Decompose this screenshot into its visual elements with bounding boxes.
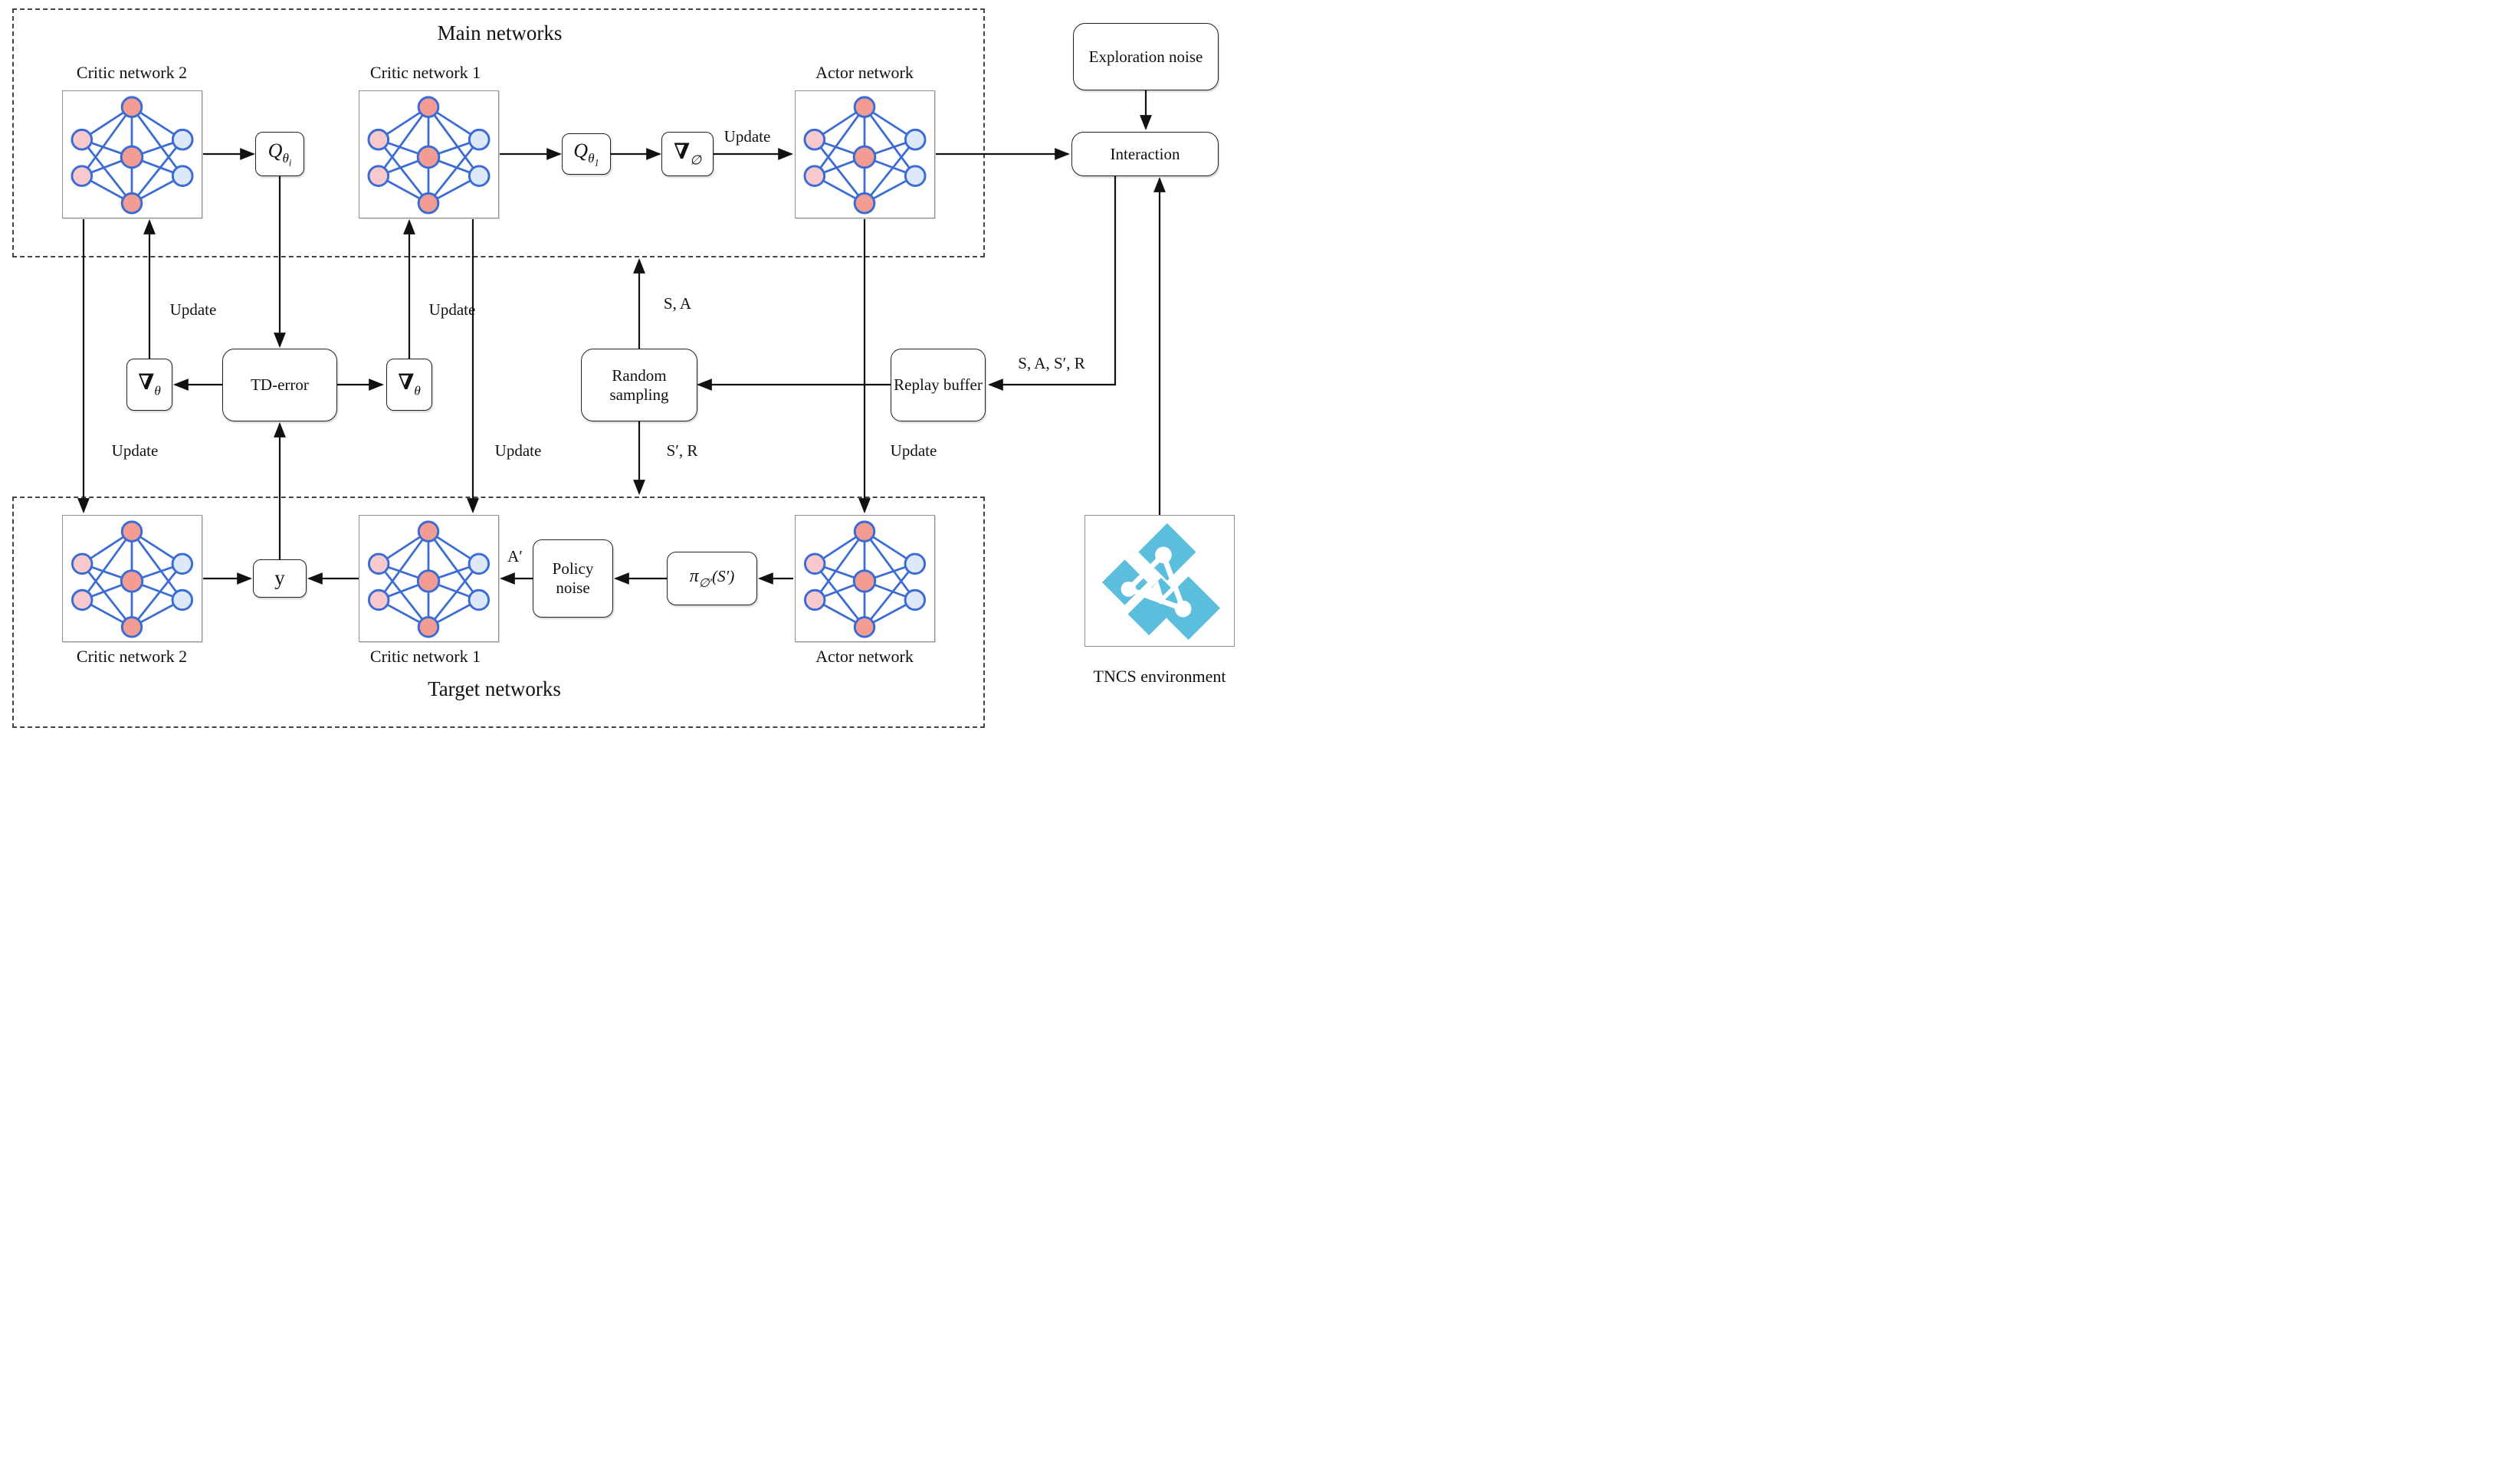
connector-lines: [77, 90, 1166, 585]
update-label-critic1-target: Update: [494, 441, 542, 460]
main-networks-frame: [12, 8, 985, 257]
update-label-gradtheta-left: Update: [169, 300, 217, 319]
target-networks-title: Target networks: [428, 677, 561, 700]
target-critic1-label: Critic network 1: [369, 647, 481, 666]
td-error-box: TD-error: [222, 349, 337, 421]
update-label-critic2-target: Update: [111, 441, 159, 460]
tncs-environment-box: [1084, 515, 1235, 647]
neural-network-icon: [359, 516, 498, 641]
main-critic1-network: [359, 90, 499, 218]
main-critic2-network: [62, 90, 202, 218]
target-critic2-network: [62, 515, 202, 642]
tncs-icon: [1085, 516, 1234, 646]
update-label-gradphi-actor: Update: [724, 127, 771, 146]
update-label-actor-target: Update: [890, 441, 937, 460]
target-actor-label: Actor network: [815, 647, 914, 666]
y-box: y: [253, 559, 307, 598]
arrow-interaction-to-replay: [988, 176, 1117, 391]
grad-theta-right-box: ∇θ: [386, 359, 432, 411]
sa-label: S, A: [663, 294, 692, 313]
q-theta-i-box: Qθi: [255, 132, 304, 176]
td3-architecture-diagram: Main networks Target networks Critic net…: [0, 0, 1260, 737]
neural-network-icon: [796, 516, 934, 641]
target-critic2-label: Critic network 2: [76, 647, 188, 666]
interaction-box: Interaction: [1071, 132, 1219, 176]
main-critic1-label: Critic network 1: [369, 63, 481, 82]
target-actor-network: [795, 515, 935, 642]
update-label-gradtheta-right: Update: [428, 300, 476, 319]
pi-box: π∅′(S′): [667, 552, 757, 605]
tncs-environment-label: TNCS environment: [1093, 667, 1226, 686]
target-networks-frame: [12, 497, 985, 728]
neural-network-icon: [796, 91, 934, 218]
random-sampling-box: Random sampling: [581, 349, 697, 421]
policy-noise-box: Policy noise: [533, 539, 613, 618]
main-actor-network: [795, 90, 935, 218]
main-actor-label: Actor network: [815, 63, 914, 82]
grad-theta-left-box: ∇θ: [126, 359, 172, 411]
grad-phi-box: ∇∅: [661, 132, 714, 176]
neural-network-icon: [63, 516, 202, 641]
main-networks-title: Main networks: [437, 21, 563, 44]
a-prime-label: A′: [507, 547, 523, 565]
sr-label: S′, R: [666, 441, 698, 460]
sasr-label: S, A, S′, R: [1018, 354, 1085, 372]
neural-network-icon: [63, 91, 202, 218]
neural-network-icon: [359, 91, 498, 218]
replay-buffer-box: Replay buffer: [891, 349, 986, 421]
exploration-noise-box: Exploration noise: [1073, 23, 1219, 90]
main-critic2-label: Critic network 2: [76, 63, 188, 82]
target-critic1-network: [359, 515, 499, 642]
q-theta-1-box: Qθ1: [562, 133, 611, 175]
